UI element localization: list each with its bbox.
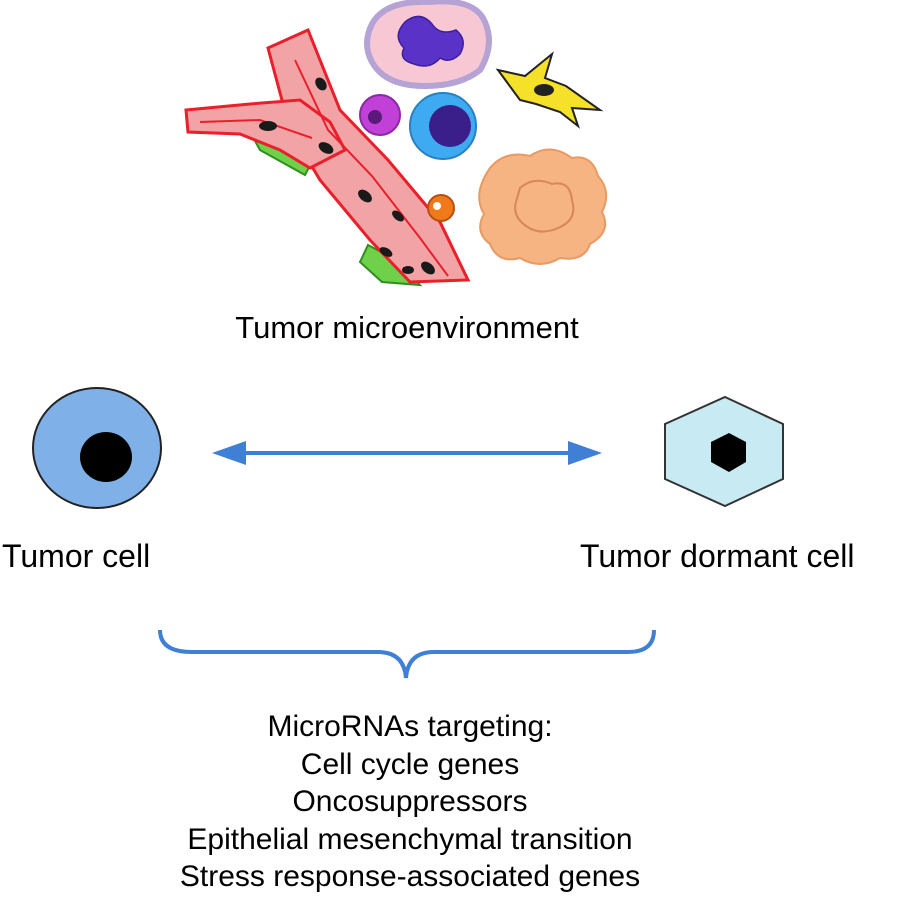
lymphocyte-icon	[359, 94, 401, 136]
target-item: Epithelial mesenchymal transition	[187, 822, 633, 856]
curly-brace-icon	[158, 629, 656, 679]
neutrophil-icon	[364, 0, 492, 90]
tumor-cell-label: Tumor cell	[2, 538, 151, 574]
microenvironment-label: Tumor microenvironment	[235, 310, 579, 345]
target-item: Stress response-associated genes	[179, 860, 641, 893]
macrophage-icon	[478, 148, 608, 265]
blood-vessel-icon	[184, 27, 471, 287]
fibroblast-icon	[495, 51, 604, 129]
dormant-cell-label: Tumor dormant cell	[580, 538, 855, 574]
target-item: Cell cycle genes	[300, 747, 520, 781]
tumor-cell-icon	[32, 387, 162, 509]
microrna-targets-block: MicroRNAs targeting: Cell cycle genes On…	[0, 708, 820, 896]
dormant-cell-icon	[664, 395, 784, 508]
targets-heading: MicroRNAs targeting:	[267, 710, 553, 743]
target-item: Oncosuppressors	[292, 785, 528, 818]
double-arrow-icon	[212, 441, 602, 465]
monocyte-icon	[409, 92, 477, 160]
platelet-icon	[427, 194, 455, 222]
